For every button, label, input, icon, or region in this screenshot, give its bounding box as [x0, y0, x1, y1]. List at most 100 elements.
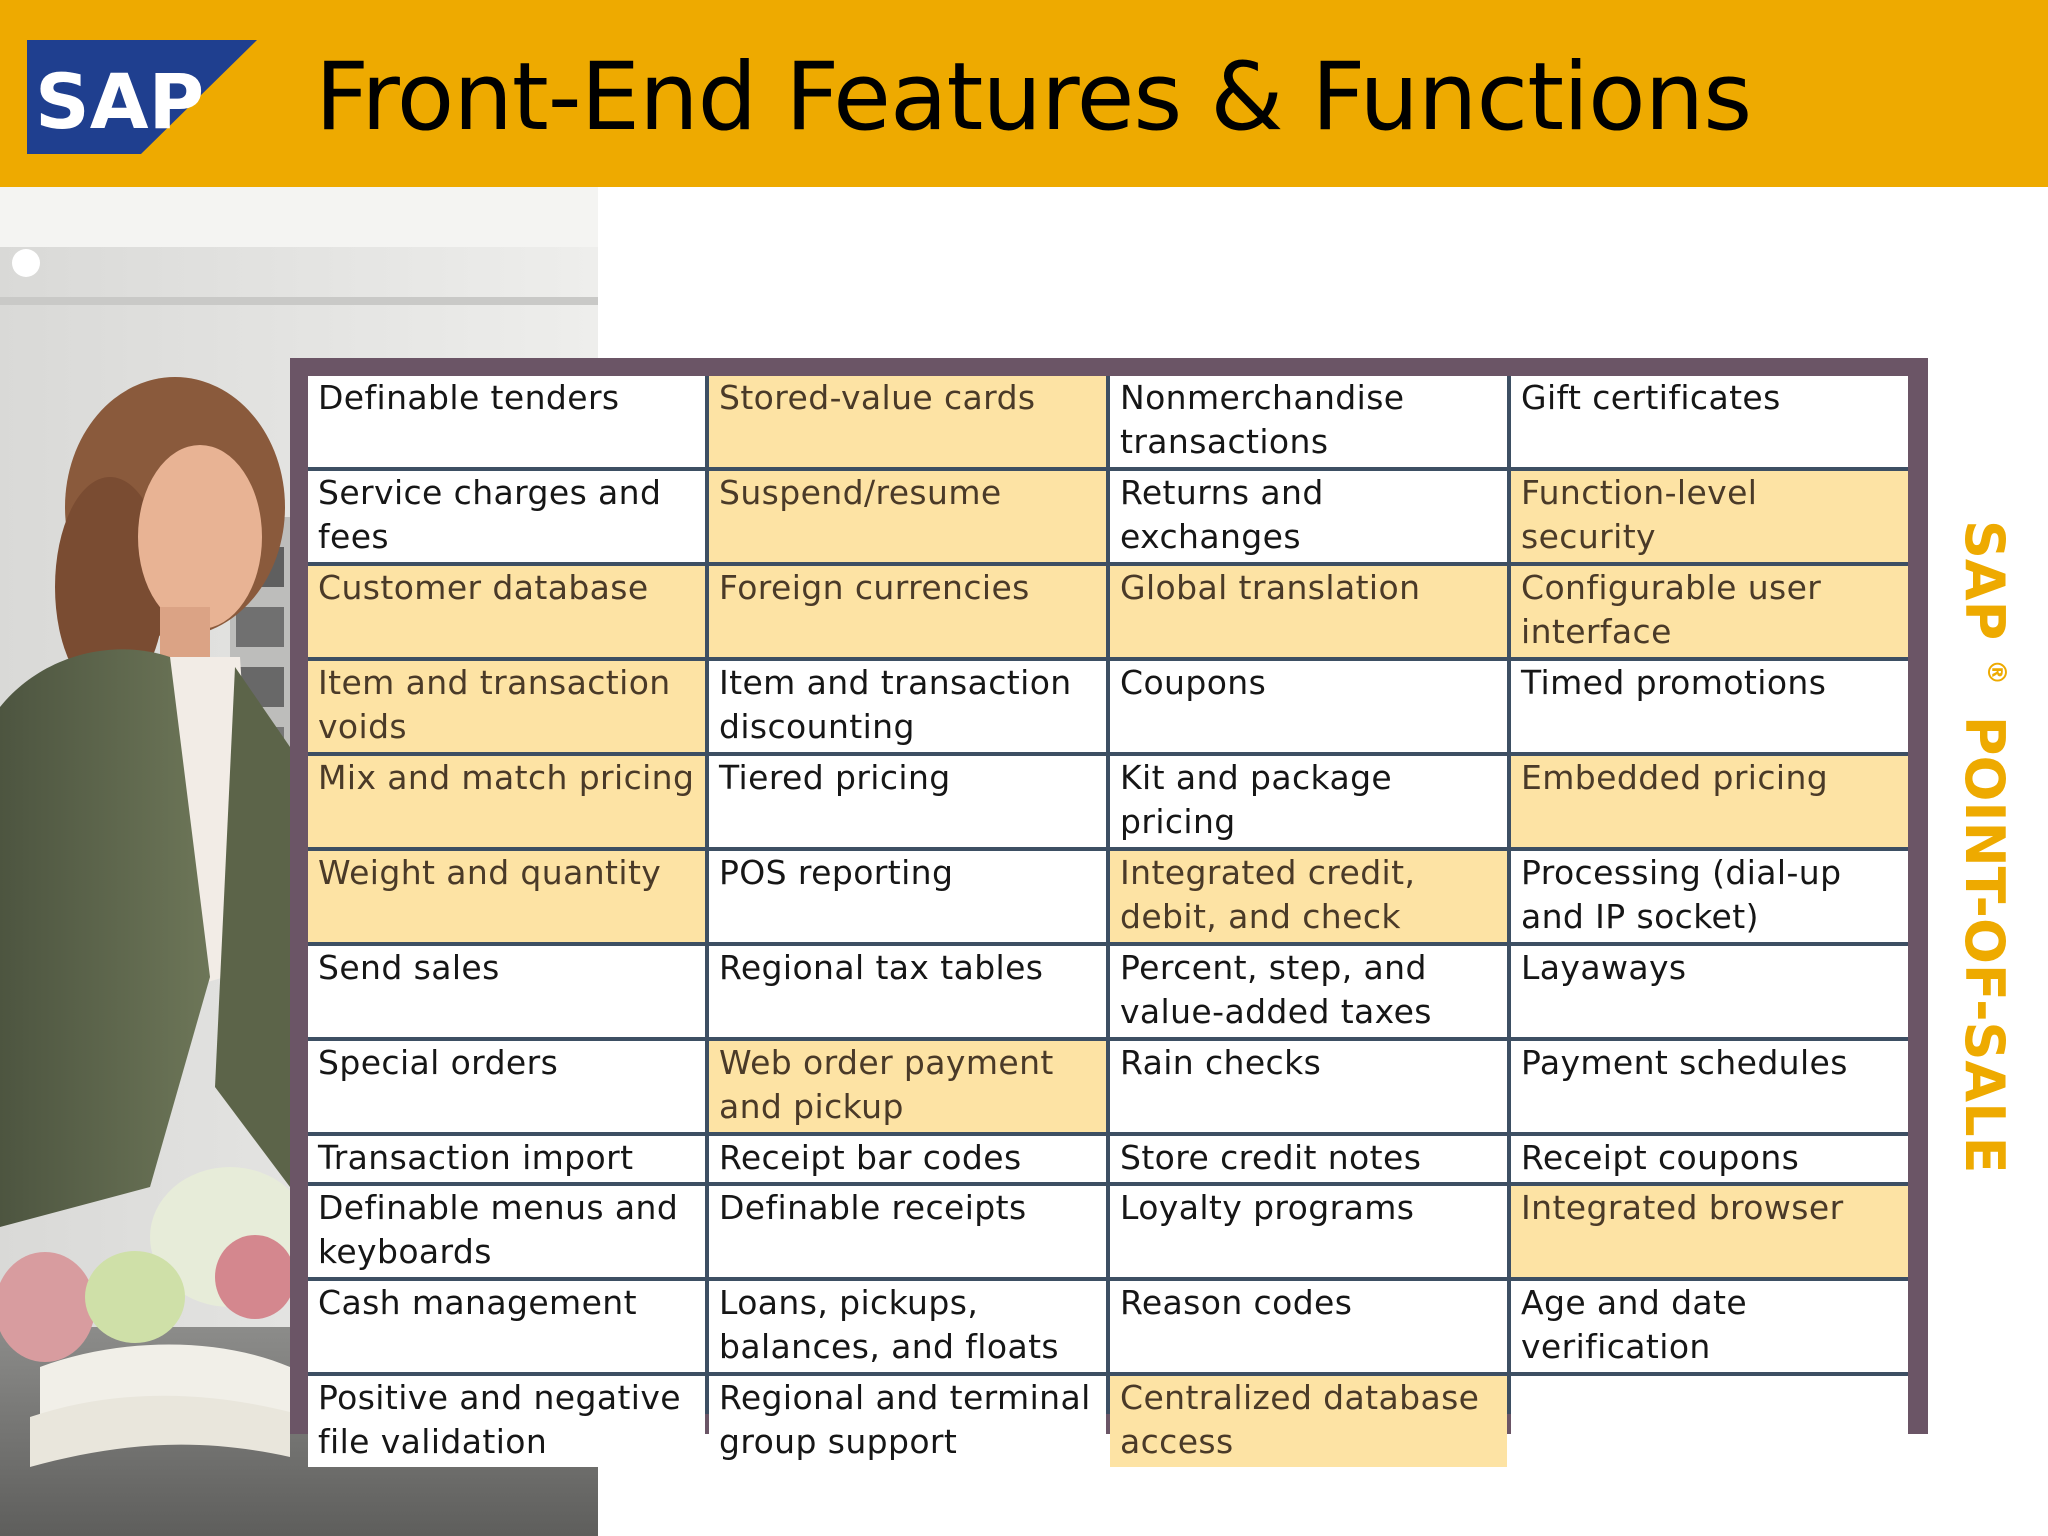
- feature-cell: Receipt bar codes: [709, 1136, 1106, 1182]
- feature-label: Centralized database access: [1120, 1378, 1480, 1461]
- feature-cell: Payment schedules: [1511, 1041, 1908, 1132]
- feature-label: Service charges and fees: [318, 473, 662, 556]
- feature-label: Web order payment and pickup: [719, 1043, 1054, 1126]
- feature-cell: Foreign currencies: [709, 566, 1106, 657]
- svg-text:SAP ® POIN: SAP ® POINT-OF-SALE: [1953, 520, 2014, 1174]
- feature-label: Send sales: [318, 948, 500, 987]
- feature-label: Percent, step, and value-added taxes: [1120, 948, 1432, 1031]
- feature-cell: Age and date verification: [1511, 1281, 1908, 1372]
- feature-cell: Definable menus and keyboards: [308, 1186, 705, 1277]
- feature-label: Function-level security: [1521, 473, 1758, 556]
- brand-product-text: POINT-OF-SALE: [1953, 716, 2014, 1174]
- feature-label: Weight and quantity: [318, 853, 662, 892]
- feature-cell: Tiered pricing: [709, 756, 1106, 847]
- feature-label: Tiered pricing: [719, 758, 951, 797]
- feature-label: Kit and package pricing: [1120, 758, 1393, 841]
- slide-title: Front-End Features & Functions: [315, 43, 1752, 152]
- feature-cell: Web order payment and pickup: [709, 1041, 1106, 1132]
- feature-label: Cash management: [318, 1283, 637, 1322]
- feature-label: Payment schedules: [1521, 1043, 1848, 1082]
- feature-label: Timed promotions: [1521, 663, 1827, 702]
- feature-label: Positive and negative file validation: [318, 1378, 682, 1461]
- feature-cell: Receipt coupons: [1511, 1136, 1908, 1182]
- feature-cell: Embedded pricing: [1511, 756, 1908, 847]
- feature-table-frame: Definable tenders Stored-value cards Nonme…: [290, 358, 1928, 1467]
- feature-label: Integrated browser: [1521, 1188, 1844, 1227]
- feature-label: Coupons: [1120, 663, 1267, 702]
- feature-label: Special orders: [318, 1043, 559, 1082]
- feature-label: POS reporting: [719, 853, 954, 892]
- feature-cell: Reason codes: [1110, 1281, 1507, 1372]
- feature-label: Age and date verification: [1521, 1283, 1748, 1366]
- feature-cell: Loyalty programs: [1110, 1186, 1507, 1277]
- feature-label: Global translation: [1120, 568, 1421, 607]
- feature-label: Layaways: [1521, 948, 1687, 987]
- feature-label: Mix and match pricing: [318, 758, 695, 797]
- sap-point-of-sale-brand: SAP ® POINT-OF-SALE: [1948, 520, 2014, 1230]
- feature-cell: Cash management: [308, 1281, 705, 1372]
- feature-cell: Mix and match pricing: [308, 756, 705, 847]
- feature-label: Embedded pricing: [1521, 758, 1829, 797]
- feature-cell: Regional tax tables: [709, 946, 1106, 1037]
- feature-cell: Loans, pickups, balances, and floats: [709, 1281, 1106, 1372]
- feature-cell: [1511, 1376, 1908, 1467]
- registered-mark: ®: [1981, 659, 2011, 685]
- feature-cell: Layaways: [1511, 946, 1908, 1037]
- feature-label: Store credit notes: [1120, 1138, 1422, 1177]
- feature-cell: Customer database: [308, 566, 705, 657]
- sap-logo-text: SAP: [35, 57, 204, 146]
- feature-label: Loans, pickups, balances, and floats: [719, 1283, 1059, 1366]
- feature-cell: Centralized database access: [1110, 1376, 1507, 1467]
- feature-cell: Store credit notes: [1110, 1136, 1507, 1182]
- feature-label: Integrated credit, debit, and check: [1120, 853, 1416, 936]
- feature-cell: Stored-value cards: [709, 376, 1106, 467]
- feature-cell: Percent, step, and value-added taxes: [1110, 946, 1507, 1037]
- feature-cell: Timed promotions: [1511, 661, 1908, 752]
- feature-label: Definable receipts: [719, 1188, 1027, 1227]
- feature-cell: Rain checks: [1110, 1041, 1507, 1132]
- feature-label: Receipt coupons: [1521, 1138, 1800, 1177]
- feature-label: Returns and exchanges: [1120, 473, 1324, 556]
- feature-label: Item and transaction voids: [318, 663, 671, 746]
- feature-cell: Definable receipts: [709, 1186, 1106, 1277]
- feature-label: Foreign currencies: [719, 568, 1030, 607]
- feature-label: Stored-value cards: [719, 378, 1036, 417]
- feature-label: Loyalty programs: [1120, 1188, 1415, 1227]
- feature-cell: Item and transaction voids: [308, 661, 705, 752]
- header-band: SAP Front-End Features & Functions: [0, 0, 2048, 187]
- feature-cell: Processing (dial-up and IP socket): [1511, 851, 1908, 942]
- feature-label: Configurable user interface: [1521, 568, 1822, 651]
- feature-cell: Item and transaction discounting: [709, 661, 1106, 752]
- feature-cell: Integrated credit, debit, and check: [1110, 851, 1507, 942]
- feature-label: Customer database: [318, 568, 649, 607]
- sap-logo: SAP: [27, 40, 257, 154]
- feature-label: Regional tax tables: [719, 948, 1044, 987]
- feature-cell: Integrated browser: [1511, 1186, 1908, 1277]
- feature-label: Definable menus and keyboards: [318, 1188, 679, 1271]
- feature-label: Definable tenders: [318, 378, 620, 417]
- feature-cell: Send sales: [308, 946, 705, 1037]
- feature-table: Definable tenders Stored-value cards Nonme…: [308, 376, 1908, 1467]
- feature-cell: Positive and negative file validation: [308, 1376, 705, 1467]
- feature-label: Item and transaction discounting: [719, 663, 1072, 746]
- feature-label: Processing (dial-up and IP socket): [1521, 853, 1842, 936]
- feature-cell: Weight and quantity: [308, 851, 705, 942]
- feature-label: Gift certificates: [1521, 378, 1781, 417]
- feature-label: Rain checks: [1120, 1043, 1322, 1082]
- feature-cell: Kit and package pricing: [1110, 756, 1507, 847]
- feature-cell: Definable tenders: [308, 376, 705, 467]
- feature-cell: Transaction import: [308, 1136, 705, 1182]
- feature-cell: Gift certificates: [1511, 376, 1908, 467]
- feature-cell: Suspend/resume: [709, 471, 1106, 562]
- brand-sap-text: SAP: [1953, 520, 2014, 640]
- feature-cell: Coupons: [1110, 661, 1507, 752]
- feature-label: Receipt bar codes: [719, 1138, 1022, 1177]
- feature-cell: Regional and terminal group support: [709, 1376, 1106, 1467]
- feature-label: Reason codes: [1120, 1283, 1353, 1322]
- feature-cell: Service charges and fees: [308, 471, 705, 562]
- feature-cell: Global translation: [1110, 566, 1507, 657]
- feature-label: Nonmerchandise transactions: [1120, 378, 1405, 461]
- feature-cell: Nonmerchandise transactions: [1110, 376, 1507, 467]
- feature-cell: Function-level security: [1511, 471, 1908, 562]
